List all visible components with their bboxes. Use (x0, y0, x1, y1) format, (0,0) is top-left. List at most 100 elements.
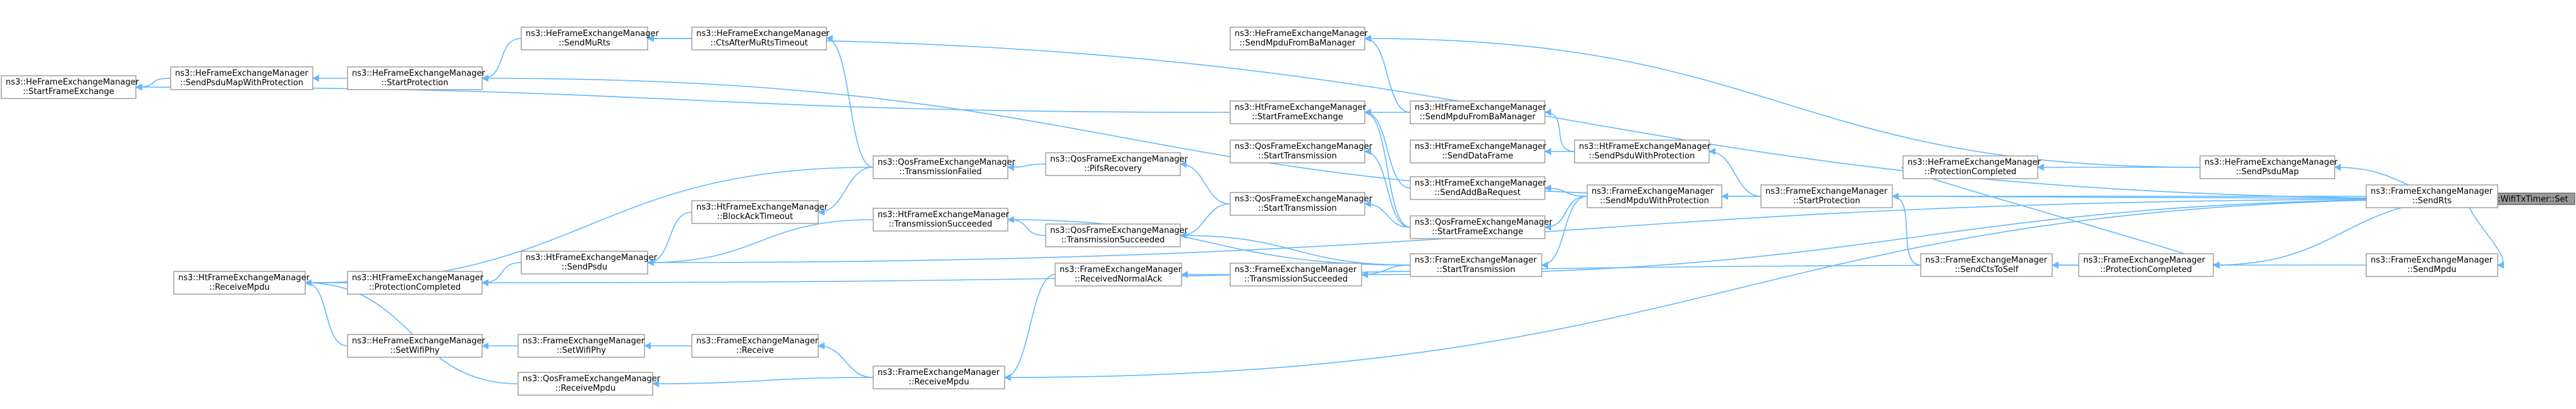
node-label-line: ::StartTransmission (1258, 204, 1337, 213)
node-wifi_set[interactable]: ns3::WifiTxTimer::Set (2473, 193, 2575, 205)
node-qos_starttransmission_b[interactable]: ns3::QosFrameExchangeManager::StartTrans… (1230, 192, 1373, 216)
node-box (347, 66, 483, 90)
node-label-line: ns3::HtFrameExchangeManager (1579, 142, 1711, 151)
node-ht_receivempdu[interactable]: ns3::HtFrameExchangeManager::ReceiveMpdu (173, 271, 310, 295)
node-label-line: ns3::QosFrameExchangeManager (878, 158, 1016, 167)
node-he_startframeexchange[interactable]: ns3::HeFrameExchangeManager::StartFrameE… (1, 75, 139, 99)
node-ht_startframeexchange[interactable]: ns3::HtFrameExchangeManager::StartFrameE… (1230, 100, 1367, 124)
node-box (1410, 139, 1545, 163)
node-label-line: ns3::QosFrameExchangeManager (1050, 155, 1188, 164)
node-qos_transmissionsucceeded[interactable]: ns3::QosFrameExchangeManager::Transmissi… (1045, 223, 1188, 247)
node-fem_sendmpdu[interactable]: ns3::FrameExchangeManager::SendMpdu (2366, 253, 2498, 277)
node-label-line: ns3::FrameExchangeManager (2083, 256, 2206, 265)
node-qos_starttransmission_a[interactable]: ns3::QosFrameExchangeManager::StartTrans… (1230, 139, 1373, 163)
node-box (1410, 176, 1545, 200)
node-box (2366, 253, 2498, 277)
node-box (1410, 100, 1545, 124)
node-box (1230, 263, 1362, 287)
node-label-line: ns3::HeFrameExchangeManager (526, 29, 659, 39)
node-fem_sendctstoself[interactable]: ns3::FrameExchangeManager::SendCtsToSelf (1920, 253, 2053, 277)
node-fem_receivempdu[interactable]: ns3::FrameExchangeManager::ReceiveMpdu (873, 365, 1005, 389)
edge-wifi_set-to-ht_sendpsdu (646, 198, 2474, 266)
node-label-line: ::ReceiveMpdu (555, 384, 616, 393)
node-fem_sendmpduwithprotection[interactable]: ns3::FrameExchangeManager::SendMpduWithP… (1587, 184, 1722, 208)
node-ht_sendaddbarequest[interactable]: ns3::HtFrameExchangeManager::SendAddBaRe… (1410, 176, 1547, 200)
node-he_sendmurts[interactable]: ns3::HeFrameExchangeManager::SendMuRts (521, 27, 659, 50)
node-label-line: ns3::HeFrameExchangeManager (696, 29, 830, 39)
node-fem_sendrts[interactable]: ns3::FrameExchangeManager::SendRts (2366, 184, 2498, 208)
node-fem_protectioncompleted[interactable]: ns3::FrameExchangeManager::ProtectionCom… (2078, 253, 2214, 277)
edge-qos_transmissionfailed-to-he_ctsaftermurtstimeout (825, 35, 874, 168)
node-label-line: ns3::FrameExchangeManager (1060, 265, 1182, 275)
node-fem_transmissionsucceeded[interactable]: ns3::FrameExchangeManager::TransmissionS… (1230, 263, 1362, 287)
node-he_sendmpdufrombamanager[interactable]: ns3::HeFrameExchangeManager::SendMpduFro… (1230, 27, 1368, 50)
node-he_sendpsdumap[interactable]: ns3::HeFrameExchangeManager::SendPsduMap (2199, 155, 2338, 179)
node-label-line: ::SendMpdu (2407, 265, 2456, 275)
node-label-line: ::StartTransmission (1437, 265, 1516, 275)
node-ht_blockacktimeout[interactable]: ns3::HtFrameExchangeManager::BlockAckTim… (691, 200, 828, 224)
edge-ht_blockacktimeout-to-ht_sendpsdu (646, 211, 692, 266)
edge-wifi_set-to-fem_transmissionsucceeded (1360, 198, 2474, 278)
node-qos_transmissionfailed[interactable]: ns3::QosFrameExchangeManager::Transmissi… (873, 155, 1016, 179)
node-label-line: ns3::FrameExchangeManager (2371, 256, 2493, 265)
node-label-line: ns3::HtFrameExchangeManager (1235, 103, 1367, 112)
edge-he_protectioncompleted-to-fem_protectioncompleted (1901, 167, 2220, 269)
node-fem_receivednormalack[interactable]: ns3::FrameExchangeManager::ReceivedNorma… (1055, 263, 1182, 287)
edge-fem_startprotection-to-he_startprotection (481, 74, 1762, 197)
node-label-line: ns3::HtFrameExchangeManager (696, 203, 828, 212)
node-he_setwifiphy[interactable]: ns3::HeFrameExchangeManager::SetWifiPhy (347, 334, 485, 358)
node-label-line: ns3::FrameExchangeManager (696, 336, 819, 346)
node-ht_sendpsduwithprotection[interactable]: ns3::HtFrameExchangeManager::SendPsduWit… (1574, 139, 1711, 163)
node-label-line: ::ReceivedNormalAck (1075, 275, 1163, 284)
node-qos_receivempdu[interactable]: ns3::QosFrameExchangeManager::ReceiveMpd… (517, 372, 661, 396)
node-fem_startprotection[interactable]: ns3::FrameExchangeManager::StartProtecti… (1760, 184, 1893, 208)
node-ht_senddataframe[interactable]: ns3::HtFrameExchangeManager::SendDataFra… (1410, 139, 1547, 163)
edge-fem_starttransmission-to-qos_transmissionsucceeded (1179, 232, 1411, 266)
node-label-line: ns3::HeFrameExchangeManager (352, 336, 485, 346)
node-ht_transmissionsucceeded[interactable]: ns3::HtFrameExchangeManager::Transmissio… (873, 208, 1010, 232)
node-label-line: ::TransmissionSucceeded (1244, 275, 1348, 284)
node-label-line: ns3::FrameExchangeManager (1235, 265, 1357, 275)
node-label-line: ns3::FrameExchangeManager (1765, 187, 1888, 196)
edge-he_sendpsdumapwithprotection-to-he_startframeexchange (135, 78, 171, 91)
node-label-line: ::StartTransmission (1258, 151, 1337, 161)
node-qos_startframeexchange[interactable]: ns3::QosFrameExchangeManager::StartFrame… (1410, 215, 1553, 239)
node-box (1, 75, 136, 99)
node-he_ctsaftermurtstimeout[interactable]: ns3::HeFrameExchangeManager::CtsAfterMuR… (691, 27, 830, 50)
node-box (517, 372, 653, 396)
edge-fem_starttransmission-to-ht_transmissionsucceeded (1007, 216, 1411, 266)
node-he_protectioncompleted[interactable]: ns3::HeFrameExchangeManager::ProtectionC… (1902, 155, 2041, 179)
node-label-line: ::BlockAckTimeout (717, 212, 793, 222)
node-label-line: ns3::HtFrameExchangeManager (1415, 103, 1547, 112)
node-he_sendpsdumapwithprotection[interactable]: ns3::HeFrameExchangeManager::SendPsduMap… (170, 66, 313, 90)
node-label-line: ::StartFrameExchange (1432, 227, 1523, 237)
edge-qos_pifsrecovery-to-qos_transmissionfailed (1007, 163, 1046, 171)
node-ht_protectioncompleted[interactable]: ns3::HtFrameExchangeManager::ProtectionC… (347, 271, 484, 295)
node-ht_sendmpdufrombamanager[interactable]: ns3::HtFrameExchangeManager::SendMpduFro… (1410, 100, 1547, 124)
node-label-line: ::ProtectionCompleted (369, 283, 461, 292)
node-he_startprotection[interactable]: ns3::HeFrameExchangeManager::StartProtec… (347, 66, 485, 90)
node-ht_sendpsdu[interactable]: ns3::HtFrameExchangeManager::SendPsdu (521, 251, 658, 275)
node-label-line: ::SendPsduMapWithProtection (180, 78, 303, 88)
node-fem_starttransmission[interactable]: ns3::FrameExchangeManager::StartTransmis… (1410, 253, 1542, 277)
node-fem_setwifiphy[interactable]: ns3::FrameExchangeManager::SetWifiPhy (517, 334, 645, 358)
edge-qos_transmissionsucceeded-to-ht_transmissionsucceeded (1007, 216, 1046, 236)
node-label-line: ns3::HtFrameExchangeManager (878, 210, 1010, 220)
node-label-line: ::TransmissionSucceeded (1061, 235, 1164, 245)
node-label-line: ns3::HeFrameExchangeManager (6, 78, 139, 87)
node-box (1902, 155, 2038, 179)
edge-fem_sendctstoself-to-fem_startprotection (1891, 193, 1921, 266)
edge-he_setwifiphy-to-ht_receivempdu (304, 279, 348, 347)
node-label-line: ns3::QosFrameExchangeManager (1235, 194, 1373, 204)
node-label-line: ::StartFrameExchange (23, 87, 114, 97)
node-box (1410, 253, 1542, 277)
node-label-line: ::SendMpduWithProtection (1600, 196, 1709, 206)
node-label-line: ::SendDataFrame (1442, 151, 1513, 161)
node-fem_receive[interactable]: ns3::FrameExchangeManager::Receive (691, 334, 819, 358)
node-label-line: ns3::HeFrameExchangeManager (1235, 29, 1368, 39)
edge-ht_transmissionsucceeded-to-ht_sendpsdu (646, 219, 874, 266)
edge-fem_receivempdu-to-fem_receive (817, 342, 874, 378)
edge-ht_sendmpdufrombamanager-to-he_sendmpdufrombamanager (1364, 35, 1411, 113)
node-qos_pifsrecovery[interactable]: ns3::QosFrameExchangeManager::PifsRecove… (1045, 152, 1188, 176)
